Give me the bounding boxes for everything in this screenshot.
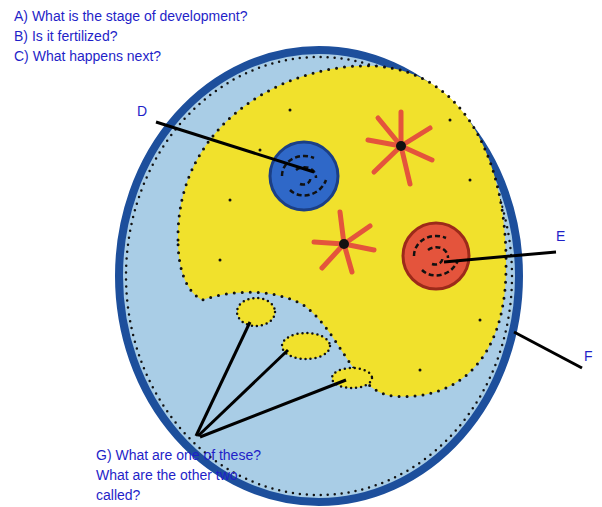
polar-bodies bbox=[237, 298, 372, 388]
cytoplasm-granules bbox=[219, 109, 482, 372]
aster-lower bbox=[314, 212, 374, 272]
leader-lines bbox=[156, 122, 582, 437]
question-text: G) What are one of these? What are the o… bbox=[96, 445, 268, 505]
question-text: B) Is it fertilized? bbox=[14, 26, 117, 46]
aster-upper bbox=[368, 112, 432, 184]
female-pronucleus bbox=[403, 223, 469, 289]
cytoplasm bbox=[178, 66, 506, 397]
callout-letter: D bbox=[137, 101, 147, 121]
zona-pellucida bbox=[119, 50, 519, 502]
male-pronucleus bbox=[270, 142, 338, 210]
callout-letter: F bbox=[584, 346, 593, 366]
zona-dots bbox=[126, 57, 512, 495]
question-text: A) What is the stage of development? bbox=[14, 6, 247, 26]
callout-letter: E bbox=[556, 226, 565, 246]
question-text: C) What happens next? bbox=[14, 46, 161, 66]
